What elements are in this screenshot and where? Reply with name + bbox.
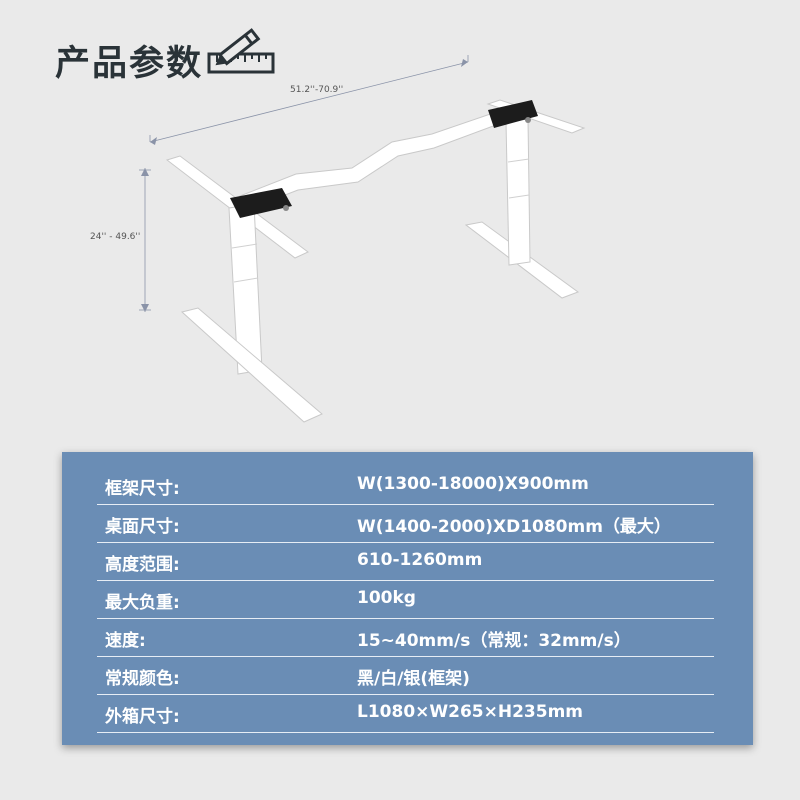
spec-row-speed: 速度: 15~40mm/s（常规：32mm/s） [97,618,714,657]
spec-row-height-range: 高度范围: 610-1260mm [97,542,714,581]
height-range-label: 24'' - 49.6'' [90,232,141,242]
spec-row-desktop-size: 桌面尺寸: W(1400-2000)XD1080mm（最大） [97,504,714,543]
spec-label: 常规颜色: [105,669,180,689]
spec-label: 框架尺寸: [105,479,180,499]
spec-label: 高度范围: [105,555,180,575]
ruler-pencil-icon [207,28,275,74]
spec-label: 桌面尺寸: [105,517,180,537]
page-title: 产品参数 [55,43,204,84]
back-leg [505,118,531,266]
spec-label: 外箱尺寸: [105,707,180,727]
front-motor-housing [230,188,292,218]
desk-frame-illustration [139,55,586,423]
spec-value: 黑/白/银(框架) [357,669,470,689]
front-foot [180,307,323,423]
spec-value: 100kg [357,588,416,608]
spec-value: 15~40mm/s（常规：32mm/s） [357,631,631,651]
width-range-label: 51.2''-70.9'' [290,85,344,95]
spec-value: W(1400-2000)XD1080mm（最大） [357,517,671,537]
spec-row-frame-size: 框架尺寸: W(1300-18000)X900mm [97,466,714,505]
spec-value: L1080×W265×H235mm [357,702,584,722]
spec-row-max-load: 最大负重: 100kg [97,580,714,619]
spec-label: 最大负重: [105,593,180,613]
width-dimension-line [149,61,469,143]
spec-table: 框架尺寸: W(1300-18000)X900mm 桌面尺寸: W(1400-2… [62,452,753,745]
spec-row-box-size: 外箱尺寸: L1080×W265×H235mm [97,694,714,733]
spec-value: W(1300-18000)X900mm [357,474,589,494]
page-header: 产品参数 [55,30,203,90]
spec-value: 610-1260mm [357,550,483,570]
spec-label: 速度: [105,631,146,651]
spec-row-color: 常规颜色: 黑/白/银(框架) [97,656,714,695]
back-motor-housing [488,100,538,128]
